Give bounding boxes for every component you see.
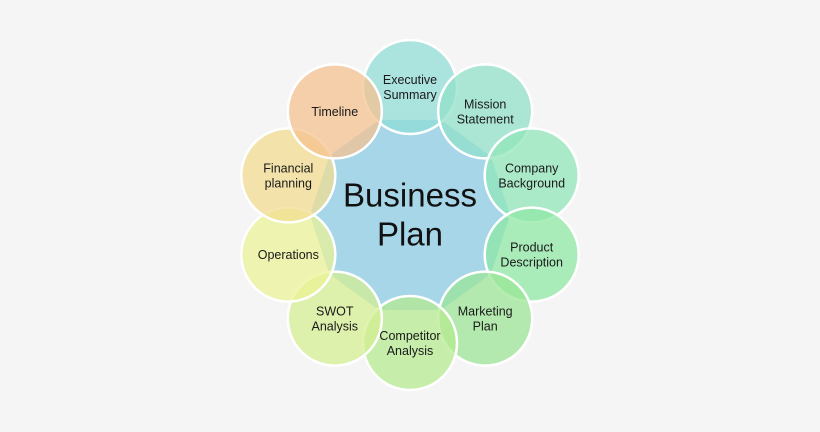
node-label-line: Plan [473, 320, 498, 334]
node-label-line: Product [510, 241, 554, 255]
node-label-line: Statement [457, 112, 515, 126]
node-label-7: Operations [258, 248, 319, 262]
center-title-line: Business [343, 177, 477, 214]
center-shape [310, 119, 510, 311]
node-label-line: Financial [263, 161, 313, 175]
node-label-line: Analysis [387, 344, 434, 358]
node-label-line: Company [505, 161, 559, 175]
node-label-line: Executive [383, 73, 437, 87]
node-label-line: Timeline [311, 105, 358, 119]
node-label-line: Summary [383, 88, 437, 102]
node-label-line: Analysis [312, 320, 359, 334]
node-circle-9 [286, 63, 384, 160]
nodes-layer [240, 38, 580, 392]
node-label-line: Description [500, 256, 563, 270]
center-title-line: Plan [377, 216, 443, 253]
node-label-line: planning [265, 176, 312, 190]
node-label-line: Competitor [379, 329, 440, 343]
node-label-line: Marketing [458, 305, 513, 319]
node-label-line: Mission [464, 97, 506, 111]
node-label-line: Background [498, 176, 565, 190]
node-label-9: Timeline [311, 105, 358, 119]
node-label-line: SWOT [316, 305, 354, 319]
center-layer [310, 119, 510, 311]
node-label-line: Operations [258, 248, 319, 262]
